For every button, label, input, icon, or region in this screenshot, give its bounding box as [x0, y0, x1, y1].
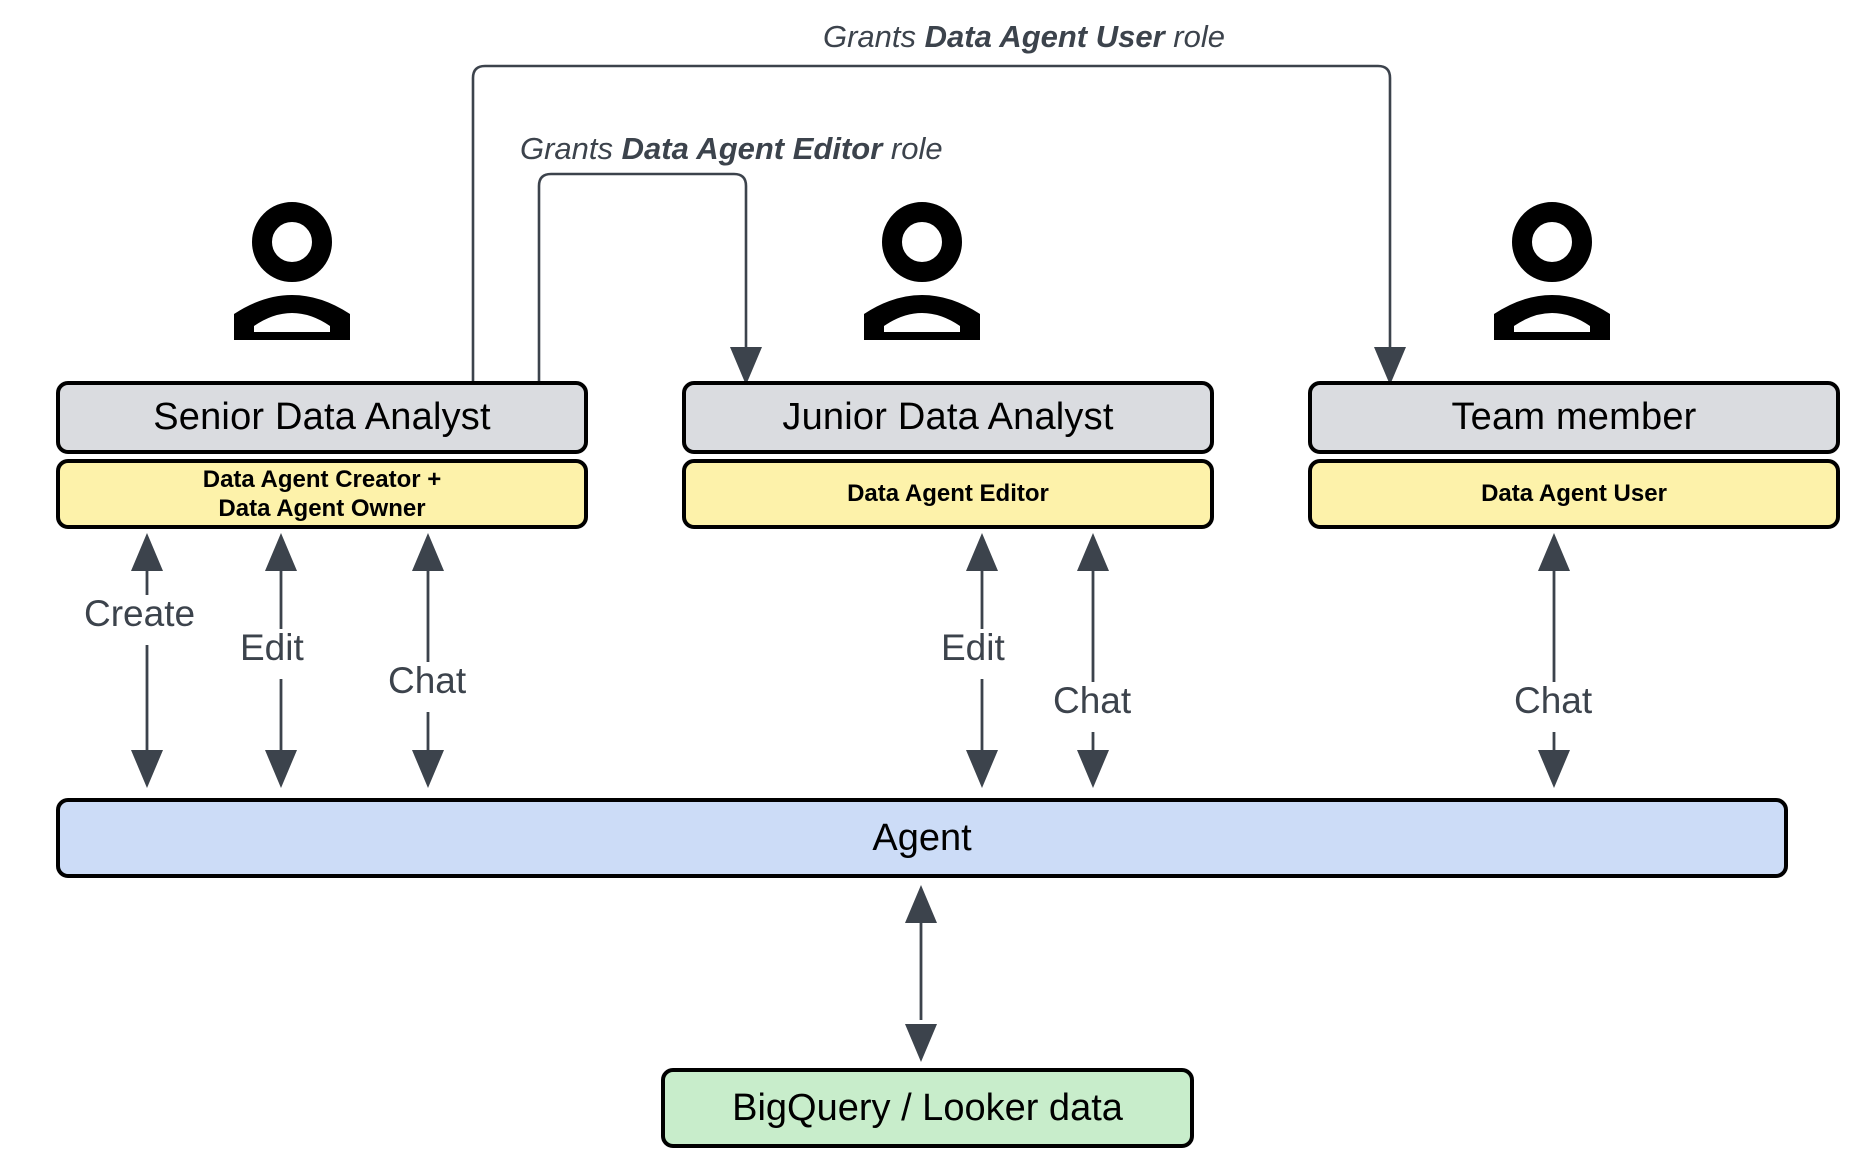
- connector-team-chat: [1538, 533, 1570, 788]
- connector-agent-datasource: [905, 885, 937, 1062]
- grant-role: Data Agent User: [924, 19, 1165, 54]
- agent-label: Agent: [872, 816, 972, 859]
- grant-suffix: role: [1164, 19, 1225, 54]
- connector-junior-chat: [1077, 533, 1109, 788]
- connector-senior-edit: [265, 533, 297, 788]
- person-icon: [1494, 202, 1610, 340]
- permission-line-1: Data Agent User: [1481, 480, 1667, 508]
- permission-line-2: Data Agent Owner: [218, 495, 426, 522]
- permission-line-1: Data Agent Editor: [847, 480, 1049, 508]
- connector-junior-edit: [966, 533, 998, 788]
- persona-title-label: Team member: [1451, 396, 1697, 438]
- grant-label-data-agent-user: Grants Data Agent User role: [823, 19, 1225, 55]
- persona-permission-senior-data-analyst[interactable]: Data Agent Creator + Data Agent Owner: [56, 459, 588, 529]
- connector-grant-data-agent-editor: [537, 172, 762, 385]
- flow-label-senior-chat: Chat: [388, 660, 467, 701]
- persona-title-label: Junior Data Analyst: [782, 396, 1114, 438]
- persona-permission-team-member[interactable]: Data Agent User: [1308, 459, 1840, 529]
- flow-label-junior-chat: Chat: [1053, 680, 1132, 721]
- persona-title-junior-data-analyst[interactable]: Junior Data Analyst: [682, 381, 1214, 454]
- grant-prefix: Grants: [823, 19, 925, 54]
- flow-label-senior-create: Create: [84, 593, 196, 634]
- grant-suffix: role: [882, 131, 943, 166]
- data-source-label: BigQuery / Looker data: [732, 1086, 1123, 1129]
- grant-role: Data Agent Editor: [621, 131, 883, 166]
- persona-permission-junior-data-analyst[interactable]: Data Agent Editor: [682, 459, 1214, 529]
- connector-senior-create: [131, 533, 163, 788]
- grant-label-data-agent-editor: Grants Data Agent Editor role: [520, 131, 943, 167]
- person-icon: [864, 202, 980, 340]
- persona-title-label: Senior Data Analyst: [153, 396, 491, 438]
- connector-grant-data-agent-user: [471, 64, 1406, 385]
- permission-line-1: Data Agent Creator +: [202, 465, 442, 493]
- flow-label-junior-edit: Edit: [941, 627, 1005, 668]
- flow-label-team-chat: Chat: [1514, 680, 1593, 721]
- persona-title-senior-data-analyst[interactable]: Senior Data Analyst: [56, 381, 588, 454]
- grant-prefix: Grants: [520, 131, 622, 166]
- data-source-node[interactable]: BigQuery / Looker data: [661, 1068, 1194, 1148]
- flow-label-senior-edit: Edit: [240, 627, 304, 668]
- person-icon: [234, 202, 350, 340]
- agent-node[interactable]: Agent: [56, 798, 1788, 878]
- persona-title-team-member[interactable]: Team member: [1308, 381, 1840, 454]
- connector-senior-chat: [412, 533, 444, 788]
